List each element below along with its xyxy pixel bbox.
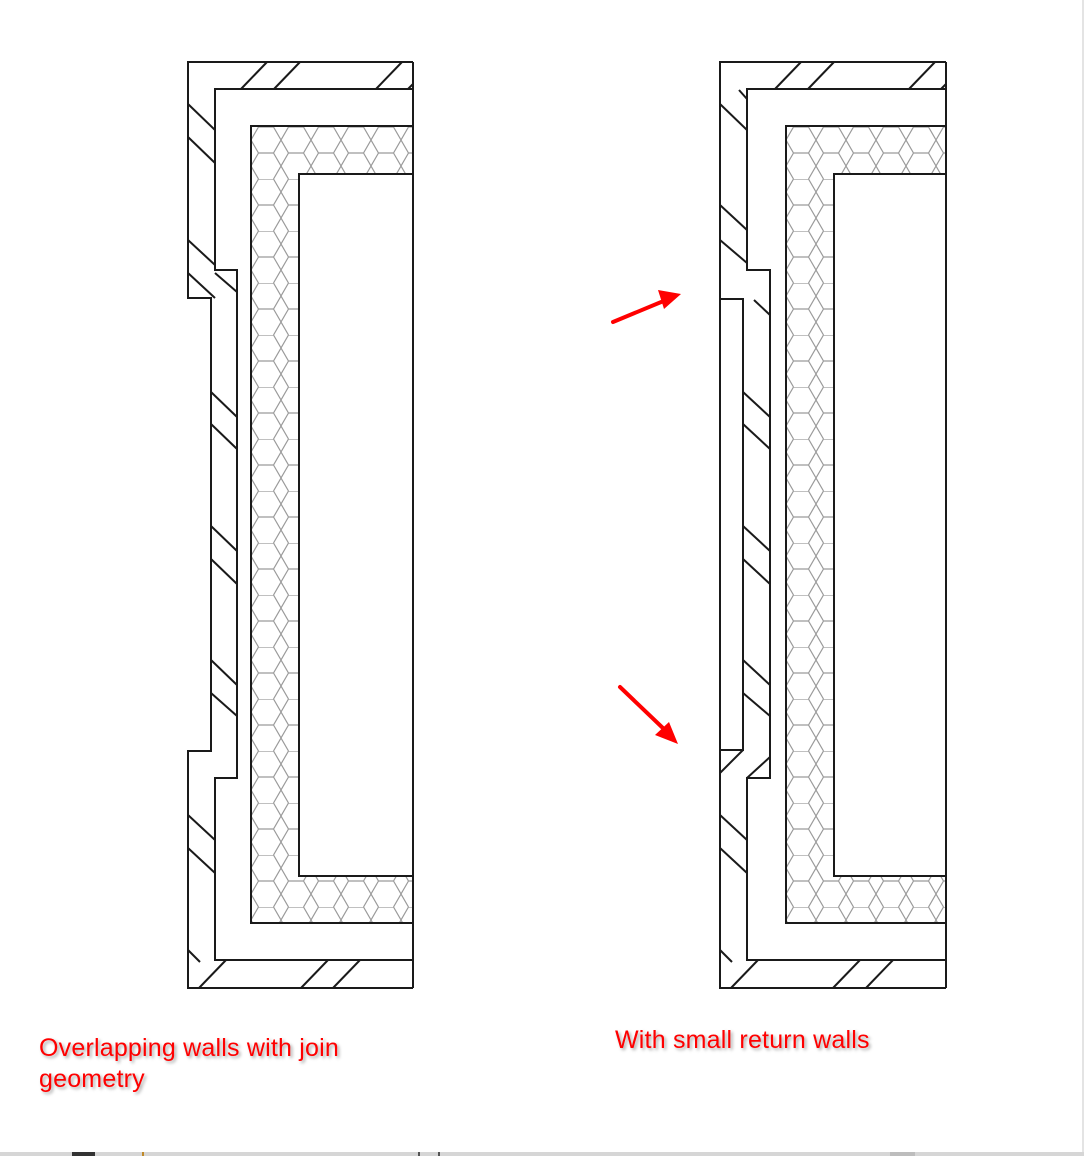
insulation-layer	[250, 125, 414, 924]
caption-overlapping-walls: Overlapping walls with join geometry	[39, 1034, 339, 1093]
right-border	[1082, 0, 1084, 1156]
bottom-toolbar-strip	[0, 1152, 1084, 1156]
insulation-layer	[785, 125, 947, 924]
upper-return-wall	[720, 298, 744, 751]
toolbar-item	[142, 1152, 144, 1156]
left-wall-assembly	[187, 61, 414, 989]
right-wall-assembly	[719, 61, 947, 989]
caption-small-return-walls: With small return walls	[615, 1026, 870, 1054]
toolbar-item	[890, 1152, 915, 1156]
toolbar-item	[72, 1152, 95, 1156]
toolbar-item	[438, 1152, 440, 1156]
arrow-lower-return	[618, 685, 678, 744]
outer-wall-outline	[187, 61, 413, 989]
arrow-upper-return	[611, 290, 681, 324]
toolbar-item	[418, 1152, 420, 1156]
